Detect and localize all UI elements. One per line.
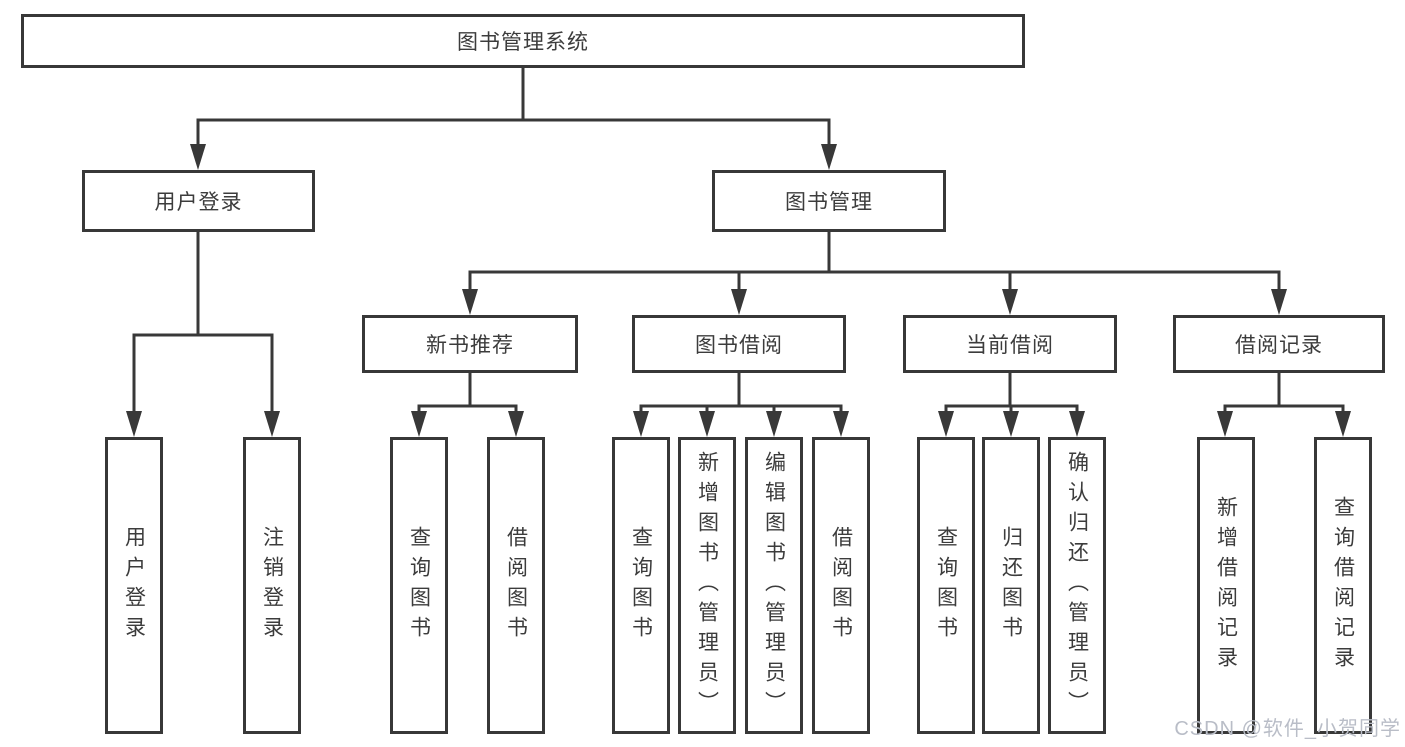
leaf-borrow-books-recommend: 借阅图书	[487, 437, 545, 734]
leaf-user-login: 用户登录	[105, 437, 163, 734]
node-root: 图书管理系统	[21, 14, 1025, 68]
leaf-label: 确认归还（管理员）	[1065, 450, 1089, 721]
leaf-logout: 注销登录	[243, 437, 301, 734]
leaf-label: 新增借阅记录	[1214, 495, 1238, 676]
node-borrow-records: 借阅记录	[1173, 315, 1385, 373]
leaf-query-books-current: 查询图书	[917, 437, 975, 734]
leaf-label: 查询图书	[407, 525, 431, 646]
node-new-book-recommend: 新书推荐	[362, 315, 578, 373]
leaf-label: 用户登录	[122, 525, 146, 646]
leaf-query-books-recommend: 查询图书	[390, 437, 448, 734]
leaf-add-book-admin: 新增图书（管理员）	[678, 437, 736, 734]
leaf-label: 查询借阅记录	[1331, 495, 1355, 676]
leaf-edit-book-admin: 编辑图书（管理员）	[745, 437, 803, 734]
node-book-management: 图书管理	[712, 170, 946, 232]
leaf-query-borrow-record: 查询借阅记录	[1314, 437, 1372, 734]
leaf-confirm-return-admin: 确认归还（管理员）	[1048, 437, 1106, 734]
node-current-borrow: 当前借阅	[903, 315, 1117, 373]
leaf-label: 归还图书	[999, 525, 1023, 646]
csdn-watermark: CSDN @软件_小贺同学	[1174, 718, 1401, 740]
node-book-borrow: 图书借阅	[632, 315, 846, 373]
leaf-label: 编辑图书（管理员）	[762, 450, 786, 721]
leaf-label: 注销登录	[260, 525, 284, 646]
leaf-add-borrow-record: 新增借阅记录	[1197, 437, 1255, 734]
node-user-login: 用户登录	[82, 170, 315, 232]
leaf-label: 借阅图书	[504, 525, 528, 646]
leaf-label: 借阅图书	[829, 525, 853, 646]
leaf-label: 查询图书	[629, 525, 653, 646]
leaf-return-book: 归还图书	[982, 437, 1040, 734]
leaf-borrow-books: 借阅图书	[812, 437, 870, 734]
leaf-label: 新增图书（管理员）	[695, 450, 719, 721]
leaf-label: 查询图书	[934, 525, 958, 646]
leaf-query-books-borrow: 查询图书	[612, 437, 670, 734]
